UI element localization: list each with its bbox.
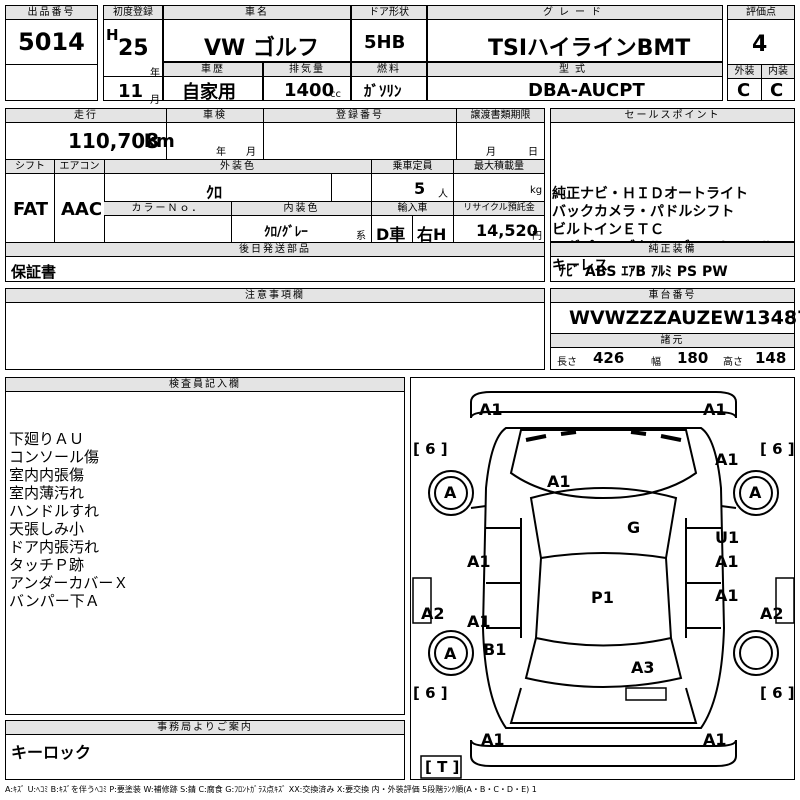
door-box: ドア形状 5HB bbox=[351, 5, 427, 62]
recycle-fee: 14,520 bbox=[476, 221, 538, 240]
displacement: 1400 bbox=[284, 80, 335, 101]
genuine-equipment-box: 純正装備 ﾅﾋﾞ ABS ｴｱB ｱﾙﾐ PS PW bbox=[550, 242, 795, 282]
era: H bbox=[106, 26, 119, 44]
sales-points: 純正ナビ・ＨＩＤオートライトバックカメラ・パドルシフトビルトインＥＴＣアダプティ… bbox=[552, 186, 774, 274]
door-type: 5HB bbox=[364, 32, 406, 53]
interior-score: C bbox=[770, 80, 784, 101]
lot-number-label: 出品番号 bbox=[6, 6, 97, 20]
mark-front-left: A1 bbox=[479, 400, 503, 419]
sales-points-box: セールスポイント 純正ナビ・ＨＩＤオートライトバックカメラ・パドルシフトビルトイ… bbox=[550, 108, 795, 274]
fuel-box: 燃料 ｶﾞｿﾘﾝ bbox=[351, 62, 427, 101]
history-box: 車歴 自家用 bbox=[163, 62, 263, 103]
office-note: キーロック bbox=[11, 743, 92, 762]
car-name: VW ゴルフ bbox=[204, 36, 319, 61]
mark-left-front-door: A1 bbox=[467, 552, 491, 571]
mark-left-rear-door: A1 bbox=[467, 612, 491, 631]
mark-rear-left: A1 bbox=[481, 730, 505, 749]
capacity: 5 bbox=[414, 179, 426, 198]
shift: FAT bbox=[13, 199, 49, 220]
mark-windshield: G bbox=[627, 518, 641, 537]
first-registration-year: 25 bbox=[118, 36, 149, 61]
mark-right-door-lower: A1 bbox=[715, 586, 739, 605]
car-name-box: 車名 VW ゴルフ bbox=[163, 5, 351, 62]
mark-right-door-upper: U1 bbox=[715, 528, 740, 547]
grade: TSIハイラインBMT bbox=[488, 36, 691, 61]
overall-score: 4 bbox=[752, 32, 768, 57]
mark-right-quarter: A2 bbox=[760, 604, 784, 623]
chassis-number: WVWZZZAUZEW134875 bbox=[569, 307, 800, 329]
height: 148 bbox=[755, 349, 787, 367]
length: 426 bbox=[593, 349, 625, 367]
mark-left-rocker: B1 bbox=[483, 640, 507, 659]
score-box: 評価点 4 外装 内装 C C bbox=[727, 5, 795, 101]
mark-rear-right: A1 bbox=[703, 730, 727, 749]
first-registration-month: 11 bbox=[118, 81, 144, 102]
notes-box: 注意事項欄 bbox=[5, 288, 545, 370]
lot-number-box: 出品番号 5014 bbox=[5, 5, 98, 101]
mark-fender-right: A1 bbox=[715, 450, 739, 469]
interior-color: ｸﾛ/ｸﾞﾚｰ bbox=[264, 225, 308, 240]
office-box: 事務局よりご案内 キーロック bbox=[5, 720, 405, 780]
handle-side: 右H bbox=[417, 225, 447, 244]
genuine-equipment: ﾅﾋﾞ ABS ｴｱB ｱﾙﾐ PS PW bbox=[559, 264, 728, 280]
lot-number: 5014 bbox=[18, 28, 85, 56]
aircon: AAC bbox=[61, 199, 103, 220]
first-registration-box: 初度登録 H 25 年 11 月 bbox=[103, 5, 163, 106]
model-box: 型式 DBA-AUCPT bbox=[427, 62, 723, 101]
exterior-score: C bbox=[737, 80, 751, 101]
history: 自家用 bbox=[182, 82, 236, 103]
mark-right-front-door: A1 bbox=[715, 552, 739, 571]
displacement-box: 排気量 1400 cc bbox=[263, 62, 351, 101]
first-registration-label: 初度登録 bbox=[104, 6, 162, 20]
car-outline bbox=[412, 391, 795, 779]
grade-box: グレード TSIハイラインBMT bbox=[427, 5, 723, 62]
mark-trunk: A3 bbox=[631, 658, 655, 677]
mark-hood: A1 bbox=[547, 472, 571, 491]
fuel: ｶﾞｿﾘﾝ bbox=[364, 82, 402, 100]
later-parts: 保証書 bbox=[11, 263, 57, 281]
model-code: DBA-AUCPT bbox=[528, 80, 645, 101]
exterior-color: ｸﾛ bbox=[206, 183, 223, 202]
info-block: 走行 車検 登録番号 譲渡書類期限 110,708 km 年 月 月 日 シフト… bbox=[5, 108, 545, 282]
legend: A:ｷｽﾞ U:ﾍｺﾐ B:ｷｽﾞを伴うﾍｺﾐ P:要塗装 W:補修跡 S:錆 … bbox=[5, 785, 537, 794]
mark-roof: P1 bbox=[591, 588, 614, 607]
damage-diagram: [ 6 ] [ 6 ] [ 6 ] [ 6 ] [ T ] A A A A1 A… bbox=[410, 377, 795, 780]
mark-front-right: A1 bbox=[703, 400, 727, 419]
mark-left-quarter: A2 bbox=[421, 604, 445, 623]
width: 180 bbox=[677, 349, 709, 367]
chassis-box: 車台番号 WVWZZZAUZEW134875 諸元 長さ 426 幅 180 高… bbox=[550, 288, 800, 370]
mileage: 110,708 bbox=[68, 129, 160, 153]
import-type: D車 bbox=[376, 225, 406, 244]
